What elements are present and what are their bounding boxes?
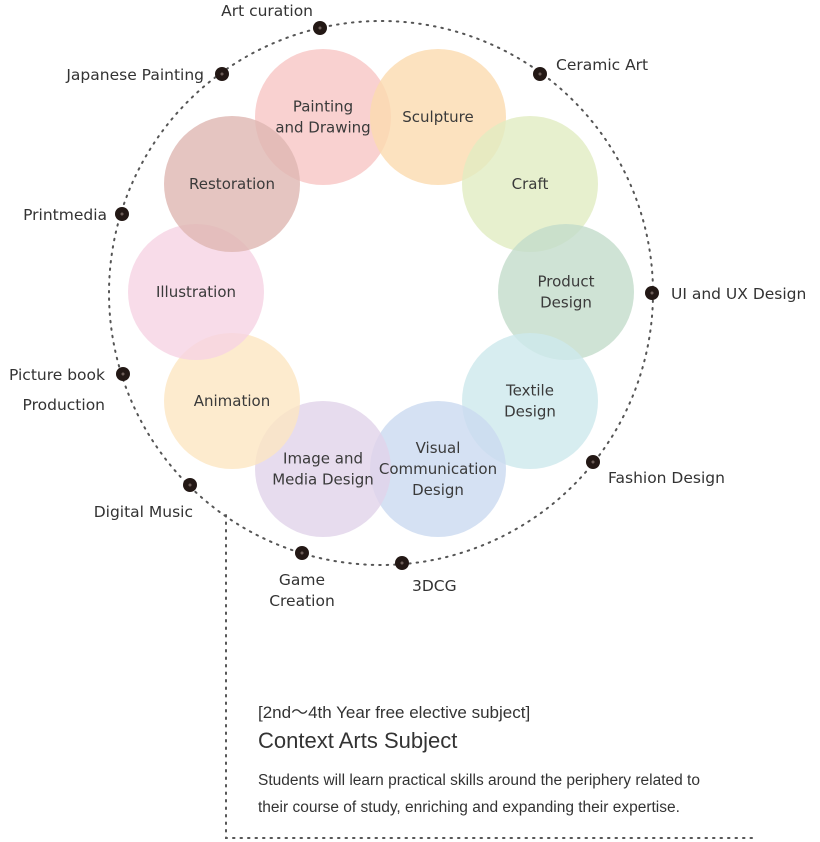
caption-title: Context Arts Subject	[258, 728, 458, 753]
outer-label-digital-music: Digital Music	[94, 503, 193, 521]
outer-label-ceramic-art: Ceramic Art	[556, 56, 648, 74]
circle-product-design	[498, 224, 634, 360]
dot-highlight-art-curation	[318, 26, 322, 30]
outer-label-japanese-painting: Japanese Painting	[65, 66, 204, 84]
outer-dots	[115, 21, 659, 570]
dot-highlight-game-creation	[300, 551, 304, 555]
circle-illustration	[128, 224, 264, 360]
dot-highlight-fashion-design	[591, 460, 595, 464]
outer-label-art-curation: Art curation	[221, 2, 313, 20]
caption-description: Students will learn practical skills aro…	[258, 767, 778, 821]
circle-visual-communication-design	[370, 401, 506, 537]
circle-label-restoration: Restoration	[189, 175, 275, 193]
dot-highlight-japanese-painting	[220, 72, 224, 76]
circle-label-craft: Craft	[512, 175, 549, 193]
connector-dotted-line	[225, 514, 757, 839]
dot-highlight-printmedia	[120, 212, 124, 216]
circle-label-illustration: Illustration	[156, 283, 236, 301]
circle-restoration	[164, 116, 300, 252]
caption-description-line: Students will learn practical skills aro…	[258, 772, 700, 789]
circle-label-sculpture: Sculpture	[402, 108, 473, 126]
caption-description-line: their course of study, enriching and exp…	[258, 799, 680, 816]
outer-label-3dcg: 3DCG	[412, 577, 457, 595]
outer-label-printmedia: Printmedia	[23, 206, 107, 224]
dot-highlight-picture-book-production	[121, 372, 125, 376]
circle-label-animation: Animation	[194, 392, 270, 410]
outer-label-ui-and-ux-design: UI and UX Design	[671, 285, 806, 303]
dot-highlight-ceramic-art	[538, 72, 542, 76]
dot-highlight-digital-music	[188, 483, 192, 487]
inner-circles	[128, 49, 634, 537]
caption-subtitle: [2nd〜4th Year free elective subject]	[258, 703, 531, 722]
outer-label-fashion-design: Fashion Design	[608, 469, 725, 487]
circle-animation	[164, 333, 300, 469]
circle-craft	[462, 116, 598, 252]
dot-highlight-3dcg	[400, 561, 404, 565]
dot-highlight-ui-and-ux-design	[650, 291, 654, 295]
